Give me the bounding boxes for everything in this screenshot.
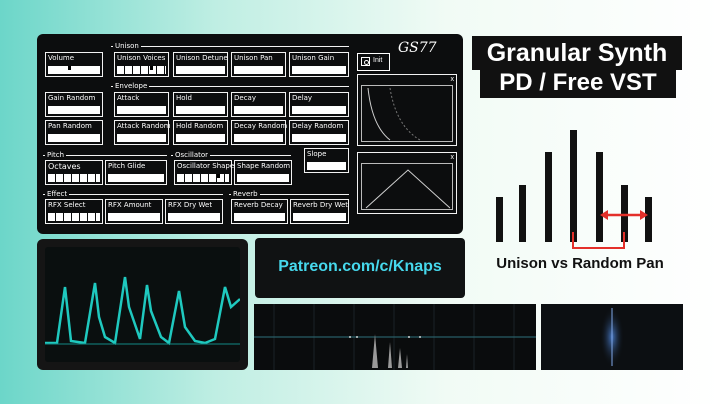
rfx-dry-wet-slider[interactable]: RFX Dry Wet [165,199,223,224]
pitch-glide-slider[interactable]: Pitch Glide [105,160,167,185]
reverb-dry-wet-slider[interactable]: Reverb Dry Wet [290,199,349,224]
delay-slider[interactable]: Delay [289,92,349,117]
close-icon[interactable]: x [450,76,455,83]
slope-slider[interactable]: Slope [304,148,349,173]
gain-random-slider[interactable]: Gain Random [45,92,103,117]
oscilloscope-wave [45,276,241,346]
volume-label: Volume [48,54,75,62]
init-icon [361,57,370,66]
volume-slider[interactable]: Volume [45,52,103,77]
synth-panel: Volume Unison Unison Voices Unison Detun… [37,34,463,234]
title-line-1: Granular Synth [472,36,682,70]
title-line-2: PD / Free VST [480,68,676,98]
attack-slider[interactable]: Attack [114,92,169,117]
decay-slider[interactable]: Decay [231,92,286,117]
pitch-group-header: Pitch [43,151,167,163]
patreon-banner[interactable]: Patreon.com/c/Knaps [255,238,465,298]
oscillator-group-header: Oscillator [171,151,291,163]
waveform-display [254,304,536,370]
unison-detune-slider[interactable]: Unison Detune [173,52,228,77]
reverb-group-header: Reverb [229,190,349,202]
patreon-link[interactable]: Patreon.com/c/Knaps [278,258,442,275]
rfx-select-stepper[interactable]: RFX Select [45,199,103,224]
oscillator-shape-stepper[interactable]: Oscillator Shape [174,160,234,185]
pan-random-slider[interactable]: Pan Random [45,120,103,145]
unison-group-header: Unison [111,42,349,54]
init-button[interactable]: Init [357,53,390,71]
oscilloscope [37,239,248,370]
gs77-logo: GS77 [398,40,437,56]
envelope-curve [367,87,421,141]
envelope-group-header: Envelope [111,82,349,94]
hold-slider[interactable]: Hold [173,92,228,117]
pan-diagram [496,130,652,249]
hold-random-slider[interactable]: Hold Random [173,120,228,145]
delay-random-slider[interactable]: Delay Random [289,120,349,145]
unison-voices-stepper[interactable]: Unison Voices [114,52,169,77]
decay-random-slider[interactable]: Decay Random [231,120,287,145]
pan-caption: Unison vs Random Pan [496,255,664,272]
octaves-stepper[interactable]: Octaves [45,160,103,185]
attack-random-slider[interactable]: Attack Random [114,120,171,145]
spectrum-display [541,304,683,370]
close-icon[interactable]: x [450,154,455,161]
unison-gain-slider[interactable]: Unison Gain [289,52,349,77]
shape-curve [365,169,451,209]
envelope-scope: x [357,74,457,146]
shape-scope: x [357,152,457,214]
effect-group-header: Effect [43,190,223,202]
reverb-decay-slider[interactable]: Reverb Decay [231,199,288,224]
shape-random-slider[interactable]: Shape Random [234,160,292,185]
unison-pan-slider[interactable]: Unison Pan [231,52,286,77]
rfx-amount-slider[interactable]: RFX Amount [105,199,163,224]
